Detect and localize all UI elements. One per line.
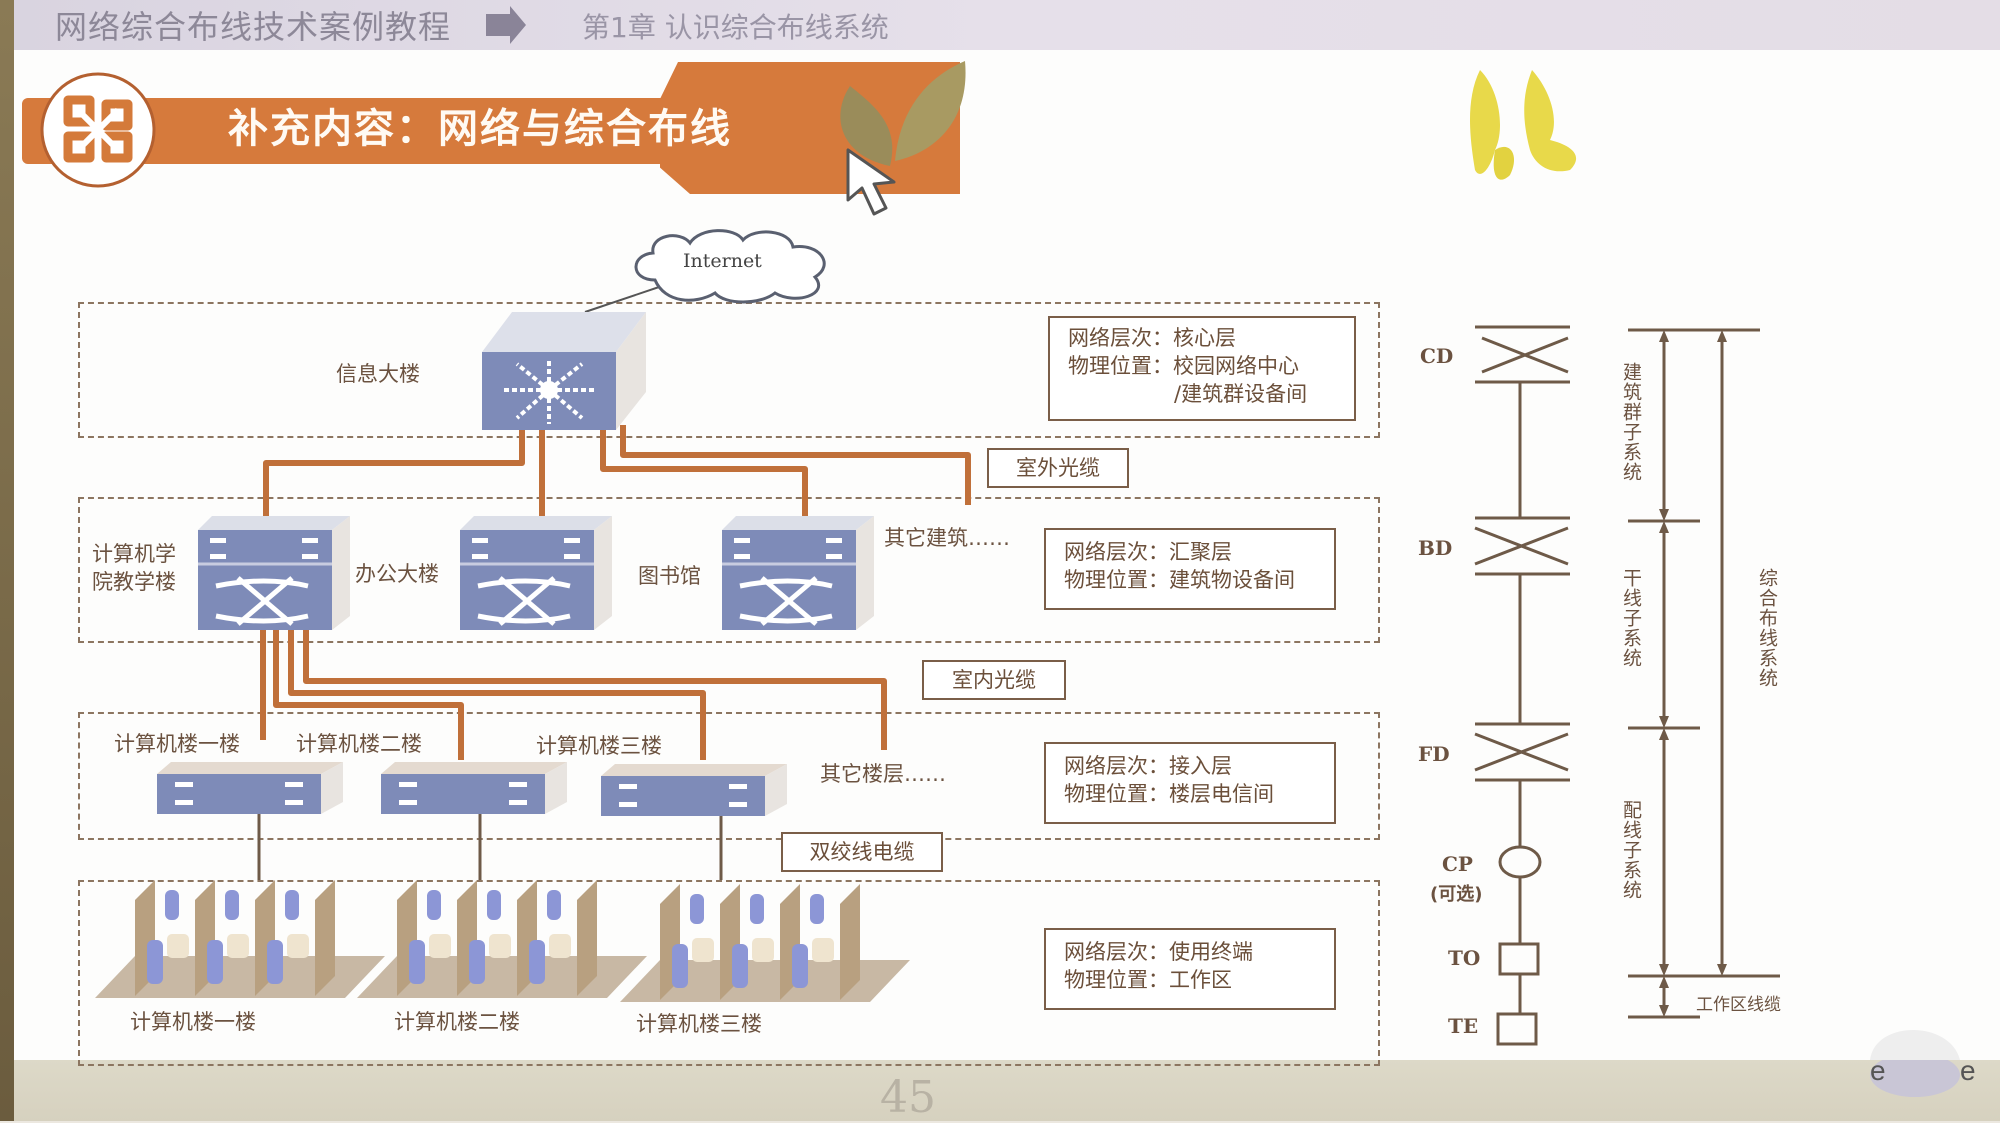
- internet-cloud-icon: [634, 229, 826, 304]
- workarea-room-2-icon: [357, 880, 647, 998]
- bd-distributor-symbol: [1474, 516, 1570, 576]
- internet-label: Internet: [683, 250, 762, 272]
- access-floor-3-label: 计算机楼三楼: [536, 734, 662, 758]
- workarea-room-3-icon: [620, 884, 910, 1002]
- page-number: 45: [880, 1072, 936, 1123]
- te-label: TE: [1448, 1014, 1479, 1038]
- core-layer-zone: [78, 302, 1380, 438]
- core-layer-infobox: 网络层次：核心层 物理位置：校园网络中心 /建筑群设备间: [1048, 316, 1356, 421]
- frame-edge: [0, 0, 14, 1121]
- course-title: 网络综合布线技术案例教程: [55, 8, 452, 46]
- dist-building-1-line2: 院教学楼: [92, 570, 176, 594]
- workarea-room-1-label: 计算机楼一楼: [130, 1010, 256, 1034]
- outdoor-fiber-tag: 室外光缆: [987, 448, 1129, 488]
- breadcrumb-arrow-icon: [486, 6, 526, 44]
- overall-system-label: 综合布线系统: [1756, 568, 1778, 688]
- core-layer-location-cont: /建筑群设备间: [1174, 382, 1308, 406]
- svg-text:e: e: [1870, 1055, 1886, 1086]
- logo-icon: [40, 72, 156, 188]
- workarea-room-1-icon: [95, 880, 385, 998]
- cable-dist-to-other: [303, 628, 887, 750]
- cable-dist-to-floor2: [273, 628, 464, 760]
- dist-layer-location: 物理位置：建筑物设备间: [1064, 568, 1295, 592]
- core-building-label: 信息大楼: [336, 362, 420, 386]
- cable-dist-to-floor3: [288, 628, 706, 760]
- workarea-room-3-label: 计算机楼三楼: [636, 1012, 762, 1036]
- twisted-pair-tag: 双绞线电缆: [781, 832, 943, 872]
- dist-switch-3-icon: [722, 516, 874, 630]
- cp-label: CP: [1442, 852, 1473, 876]
- access-layer-level: 网络层次：接入层: [1064, 754, 1232, 778]
- horizontal-subsystem-label: 配线子系统: [1620, 800, 1642, 900]
- cp-optional-note: (可选): [1430, 884, 1483, 905]
- to-outlet-symbol: [1498, 942, 1540, 976]
- cable-core-to-cs-building: [263, 425, 525, 520]
- slide-footer: [14, 1060, 2000, 1121]
- core-switch-icon: [482, 312, 646, 430]
- dist-switch-2-icon: [460, 516, 612, 630]
- cd-label: CD: [1420, 344, 1454, 368]
- access-layer-zone: [78, 712, 1380, 840]
- to-label: TO: [1448, 946, 1481, 970]
- backbone-subsystem-label: 干线子系统: [1620, 568, 1642, 668]
- distribution-layer-zone: [78, 497, 1380, 643]
- te-terminal-symbol: [1496, 1012, 1538, 1046]
- workarea-layer-zone: [78, 880, 1380, 1066]
- cd-distributor-symbol: [1475, 325, 1570, 384]
- dist-building-1-label: 计算机学 院教学楼: [92, 540, 176, 596]
- access-switch-3-icon: [601, 764, 787, 816]
- campus-subsystem-label: 建筑群子系统: [1620, 362, 1642, 482]
- other-buildings-label: 其它建筑……: [884, 526, 1010, 550]
- svg-text:e: e: [1960, 1055, 1976, 1086]
- chapter-title: 第1章 认识综合布线系统: [582, 11, 889, 44]
- dist-building-3-label: 图书馆: [638, 564, 701, 588]
- workarea-layer-location: 物理位置：工作区: [1064, 968, 1232, 992]
- dist-building-1-line1: 计算机学: [92, 542, 176, 566]
- cup-decoration-icon: e e: [1870, 1030, 1976, 1097]
- indoor-fiber-tag: 室内光缆: [922, 660, 1066, 700]
- leaf-decoration-icon: [840, 61, 966, 166]
- core-layer-level: 网络层次：核心层: [1068, 326, 1236, 350]
- access-floor-1-label: 计算机楼一楼: [114, 732, 240, 756]
- workarea-cable-label: 工作区线缆: [1696, 995, 1781, 1015]
- dist-switch-1-icon: [198, 516, 350, 630]
- access-floor-2-label: 计算机楼二楼: [296, 732, 422, 756]
- dist-building-2-label: 办公大楼: [355, 562, 439, 586]
- workarea-room-2-label: 计算机楼二楼: [394, 1010, 520, 1034]
- access-switch-2-icon: [381, 762, 567, 814]
- slide-title: 补充内容：网络与综合布线: [228, 106, 732, 152]
- fd-distributor-symbol: [1474, 722, 1570, 782]
- cabling-hierarchy-diagram: [1474, 325, 1780, 1046]
- access-switch-1-icon: [157, 762, 343, 814]
- workarea-layer-infobox: 网络层次：使用终端 物理位置：工作区: [1044, 928, 1336, 1010]
- dist-layer-infobox: 网络层次：汇聚层 物理位置：建筑物设备间: [1044, 528, 1336, 610]
- fd-label: FD: [1418, 742, 1450, 766]
- cable-core-to-library: [600, 425, 808, 520]
- bd-label: BD: [1418, 536, 1453, 560]
- cable-core-to-other: [620, 425, 971, 505]
- other-floors-label: 其它楼层……: [820, 762, 946, 786]
- access-layer-infobox: 网络层次：接入层 物理位置：楼层电信间: [1044, 742, 1336, 824]
- header-bar: [14, 0, 2000, 50]
- cursor-arrow-icon: [846, 148, 896, 216]
- internet-link: [584, 284, 666, 313]
- access-layer-location: 物理位置：楼层电信间: [1064, 782, 1274, 806]
- core-layer-location: 物理位置：校园网络中心: [1068, 354, 1299, 378]
- butterfly-decoration-icon: [1470, 70, 1577, 180]
- cp-consolidation-point-symbol: [1498, 845, 1542, 879]
- dist-layer-level: 网络层次：汇聚层: [1064, 540, 1232, 564]
- workarea-layer-level: 网络层次：使用终端: [1064, 940, 1253, 964]
